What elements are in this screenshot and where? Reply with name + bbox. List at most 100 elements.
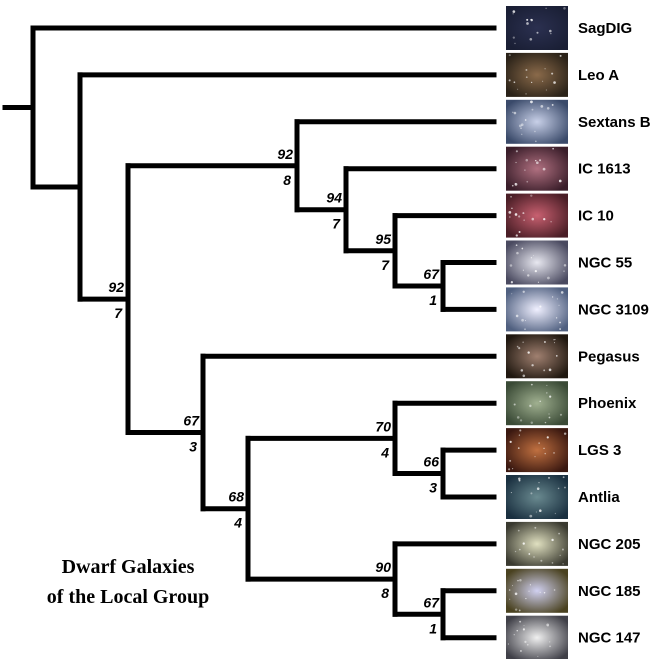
star-speck (516, 416, 520, 419)
star-speck (524, 119, 527, 121)
galaxy-label-sextb: Sextans B (578, 114, 651, 131)
support-bootstrap-c_sextb: 92 (277, 146, 293, 162)
star-speck (515, 314, 519, 318)
star-speck (559, 321, 561, 324)
star-speck (553, 452, 555, 454)
star-speck (544, 452, 546, 455)
star-speck (526, 22, 529, 25)
galaxy-label-leoa: Leo A (578, 67, 619, 84)
star-speck (512, 10, 516, 13)
star-speck (558, 304, 560, 307)
star-speck (533, 255, 535, 257)
star-speck (550, 33, 552, 35)
star-speck (510, 281, 514, 284)
star-speck (512, 111, 514, 114)
star-speck (551, 296, 554, 298)
galaxy-image-lgs3 (506, 428, 568, 473)
star-speck (564, 486, 566, 489)
galaxy-image-ic1613 (506, 146, 568, 191)
galaxy-thumbnail-lgs3 (506, 428, 568, 473)
star-speck (518, 230, 521, 233)
star-speck (557, 487, 560, 490)
galaxy-image-ic10 (506, 193, 568, 238)
star-speck (563, 432, 567, 435)
star-speck (514, 608, 518, 611)
star-speck (553, 589, 556, 591)
star-speck (555, 317, 558, 319)
support-decay-c_pegasus: 3 (189, 439, 197, 455)
star-speck (540, 104, 544, 108)
star-speck (544, 421, 547, 424)
galaxy-label-ic1613: IC 1613 (578, 161, 631, 178)
star-speck (530, 421, 534, 424)
galaxy-thumbnail-sextb (506, 99, 568, 144)
star-speck (536, 31, 539, 34)
star-speck (508, 589, 511, 591)
star-speck (518, 477, 521, 481)
star-speck (521, 247, 524, 250)
galaxy-image-ngc3109 (506, 287, 568, 332)
star-speck (530, 18, 532, 21)
star-speck (529, 37, 533, 41)
galaxy-label-pegasus: Pegasus (578, 348, 640, 365)
star-speck (514, 213, 518, 216)
star-speck (554, 338, 556, 341)
star-speck (535, 159, 537, 162)
galaxy-thumbnail-sagdig (506, 6, 568, 50)
galaxy-label-phoenix: Phoenix (578, 395, 637, 412)
star-speck (531, 108, 534, 111)
support-bootstrap-c_big: 92 (108, 279, 124, 295)
star-speck (549, 645, 551, 648)
star-speck (526, 180, 529, 183)
galaxy-thumbnails (506, 6, 568, 659)
star-speck (529, 514, 533, 518)
star-speck (555, 355, 558, 357)
galaxy-thumbnail-ic10 (506, 193, 568, 238)
star-speck (514, 42, 516, 45)
star-speck (527, 351, 530, 354)
star-speck (522, 269, 524, 271)
star-speck (520, 369, 524, 372)
star-speck (539, 400, 541, 403)
star-speck (548, 416, 551, 419)
star-speck (525, 76, 528, 79)
star-speck (508, 216, 511, 218)
support-decay-c_ngc55_3109: 1 (429, 292, 437, 308)
star-speck (520, 123, 524, 127)
star-speck (512, 36, 515, 39)
star-speck (549, 641, 551, 643)
star-speck (558, 179, 562, 183)
star-speck (551, 538, 554, 542)
star-speck (517, 447, 520, 449)
star-speck (546, 106, 550, 110)
star-speck (513, 81, 516, 84)
star-speck (548, 368, 552, 372)
star-speck (518, 434, 520, 436)
galaxy-thumbnail-ngc55 (506, 240, 568, 285)
star-speck (556, 298, 558, 300)
star-speck (543, 369, 546, 372)
star-speck (562, 563, 564, 565)
galaxy-thumbnail-antlia (506, 475, 568, 519)
galaxy-label-ngc185: NGC 185 (578, 583, 641, 600)
galaxy-label-antlia: Antlia (578, 489, 620, 506)
star-speck (549, 29, 552, 33)
star-speck (519, 548, 521, 551)
star-speck (545, 89, 547, 91)
star-speck (523, 624, 525, 627)
star-speck (518, 609, 521, 612)
star-speck (542, 80, 544, 82)
star-speck (543, 447, 545, 449)
star-speck (534, 130, 536, 133)
star-speck (540, 559, 543, 562)
support-bootstrap-c_pegasus: 67 (183, 413, 200, 429)
support-decay-c_sph: 4 (233, 515, 242, 531)
star-speck (543, 217, 546, 221)
support-decay-c_185_147: 1 (429, 620, 437, 636)
support-bootstrap-c_ic1613: 94 (326, 190, 342, 206)
star-speck (539, 591, 541, 593)
star-speck (517, 88, 519, 90)
caption-line-2: of the Local Group (46, 586, 210, 608)
star-speck (520, 127, 522, 129)
star-speck (510, 492, 512, 494)
